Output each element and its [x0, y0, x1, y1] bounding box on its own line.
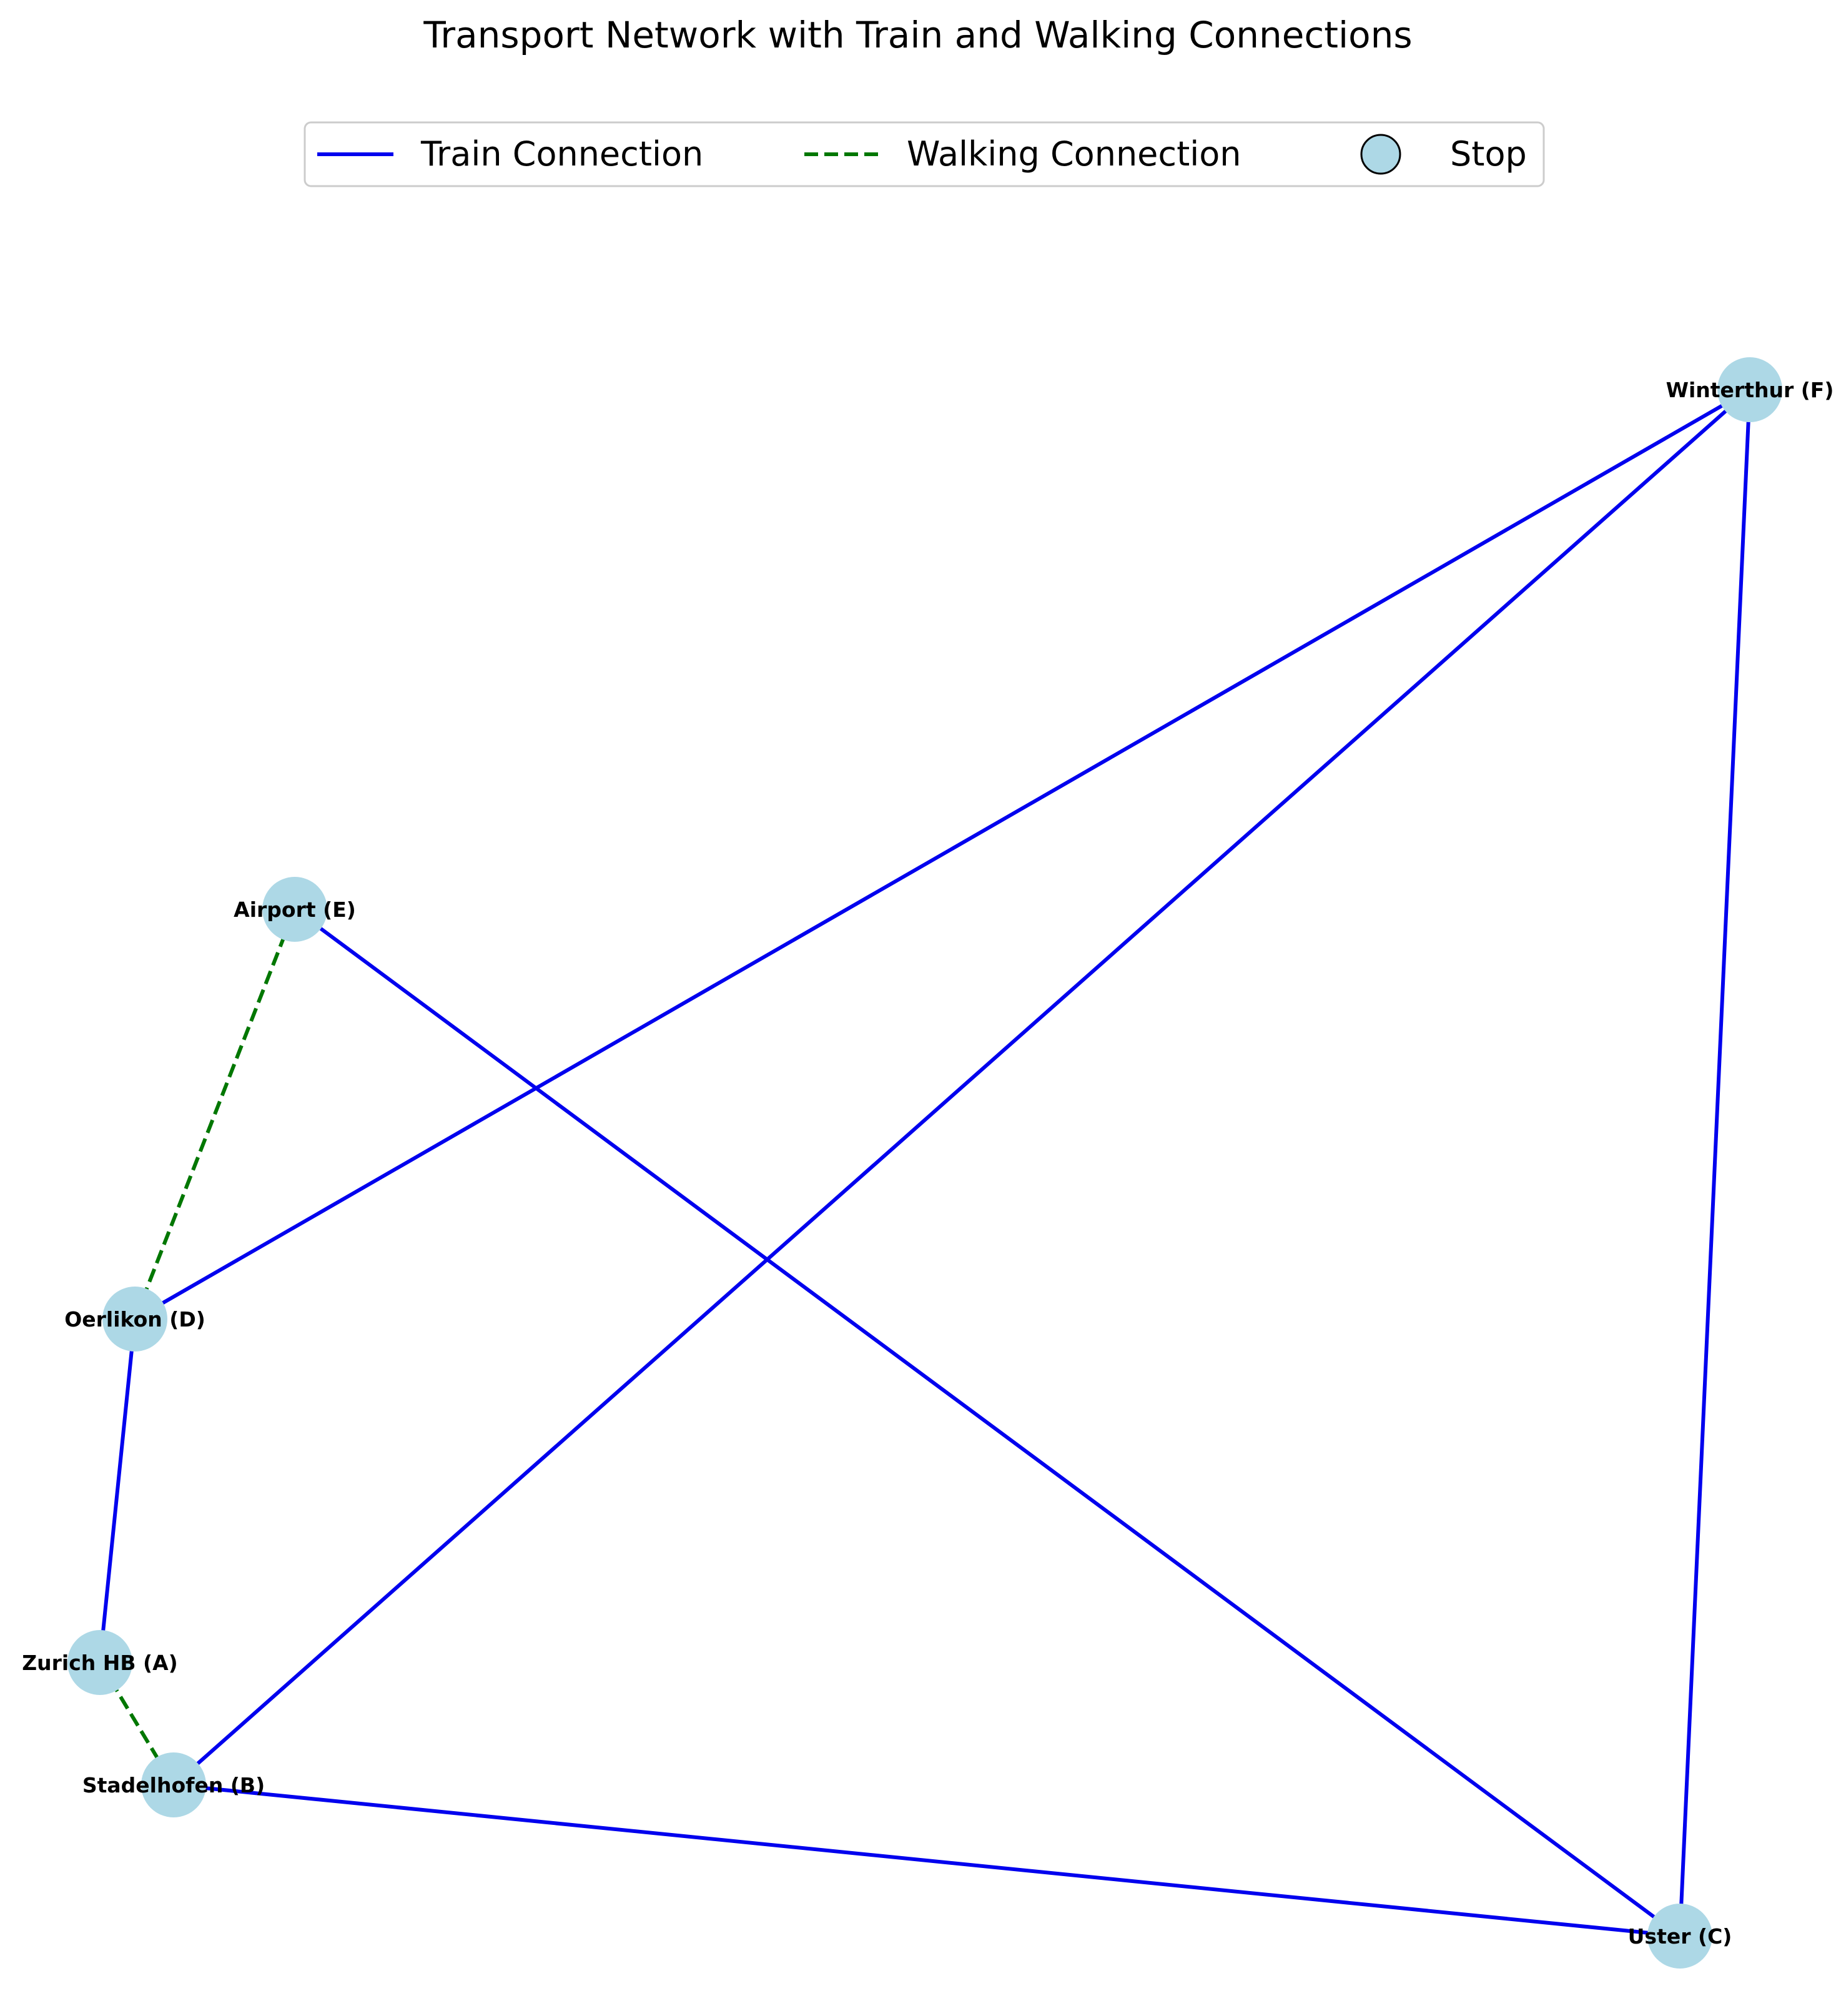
legend-stop-label: Stop [1450, 134, 1527, 174]
legend-train-label: Train Connection [420, 134, 703, 174]
legend-walking-label: Walking Connection [907, 134, 1241, 174]
edge-train-a-d [98, 1318, 137, 1663]
edges-layer [98, 388, 1752, 1938]
stop-label-c: Uster (C) [1628, 1924, 1732, 1949]
diagram-title: Transport Network with Train and Walking… [423, 14, 1412, 56]
stop-node-e [262, 877, 327, 942]
edge-train-b-c [173, 1783, 1681, 1938]
legend: Train Connection Walking Connection Stop [304, 121, 1545, 187]
stop-label-a: Zurich HB (A) [22, 1651, 178, 1675]
edge-walking-d-e [133, 908, 297, 1320]
stop-node-f [1717, 357, 1782, 422]
edge-train-c-e [294, 907, 1681, 1938]
legend-stop-swatch [1360, 134, 1401, 175]
edge-train-d-f [134, 388, 1751, 1321]
stop-label-d: Oerlikon (D) [64, 1307, 205, 1332]
stop-node-c [1647, 1904, 1712, 1969]
nodes-layer [67, 357, 1782, 1969]
stop-node-b [141, 1752, 206, 1817]
edge-train-c-f [1678, 389, 1752, 1937]
stop-label-b: Stadelhofen (B) [82, 1773, 265, 1797]
legend-frame [304, 121, 1545, 187]
edge-train-b-f [172, 388, 1751, 1787]
stop-node-d [102, 1287, 167, 1351]
labels-layer: Zurich HB (A) Stadelhofen (B) Uster (C) Oer… [22, 378, 1834, 1949]
stop-label-f: Winterthur (F) [1666, 378, 1834, 402]
stop-label-e: Airport (E) [234, 897, 356, 922]
stop-node-a [67, 1630, 132, 1695]
